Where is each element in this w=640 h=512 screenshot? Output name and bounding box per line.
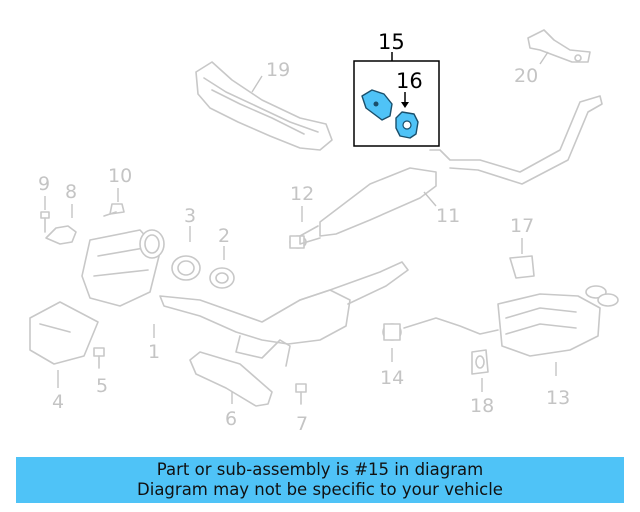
part-bracket-top-right <box>527 29 591 63</box>
part-bracket-8 <box>45 204 77 245</box>
callout-13: 13 <box>546 387 570 409</box>
callout-2: 2 <box>218 225 230 247</box>
callout-17: 17 <box>510 215 534 237</box>
callout-9: 9 <box>38 173 50 195</box>
notice-line-1: Part or sub-assembly is #15 in diagram <box>156 460 484 479</box>
callout-20: 20 <box>514 65 538 87</box>
part-clamp-14 <box>382 323 402 341</box>
part-gasket-3 <box>171 226 201 281</box>
part-hanger-17 <box>509 238 535 279</box>
leader-11 <box>423 191 437 207</box>
callout-12: 12 <box>290 183 314 205</box>
arrow-16 <box>401 102 409 108</box>
callout-5: 5 <box>96 375 108 397</box>
part-insulator-18 <box>471 349 489 375</box>
insulator-hole <box>402 120 412 130</box>
callout-4: 4 <box>52 391 64 413</box>
part-bolt-7 <box>295 383 307 405</box>
part-clamp-12 <box>289 206 307 249</box>
bracket-hole <box>373 101 379 107</box>
part-bolt-10 <box>103 188 125 217</box>
part-center-muffler-pipe-11 <box>299 95 603 245</box>
callout-8: 8 <box>65 181 77 203</box>
part-catalytic-converter-1 <box>81 229 409 367</box>
callout-3: 3 <box>184 205 196 227</box>
notice-line-2: Diagram may not be specific to your vehi… <box>137 480 503 499</box>
part-rear-muffler-13 <box>403 285 619 357</box>
callout-6: 6 <box>225 408 237 430</box>
callout-18: 18 <box>470 395 494 417</box>
part-bolt-9 <box>40 196 50 233</box>
callout-11: 11 <box>436 205 460 227</box>
part-bolt-5 <box>93 347 105 369</box>
callout-19: 19 <box>266 59 290 81</box>
callout-10: 10 <box>108 165 132 187</box>
part-gasket-2 <box>209 246 235 289</box>
exhaust-parts-diagram: 19 20 15 16 9 8 10 <box>29 29 619 435</box>
highlight-group-15: 15 16 <box>353 30 440 147</box>
callout-14: 14 <box>380 367 404 389</box>
callout-15: 15 <box>378 30 405 54</box>
part-heat-shield-6 <box>189 351 273 407</box>
callout-16: 16 <box>396 69 423 93</box>
callout-1: 1 <box>148 341 160 363</box>
part-heat-shield-upper <box>195 61 333 151</box>
callout-box-15 <box>353 60 440 147</box>
callout-7: 7 <box>296 413 308 435</box>
notice-banner: Part or sub-assembly is #15 in diagram D… <box>16 457 624 503</box>
part-heat-shield-4 <box>29 301 99 365</box>
leader-20 <box>539 51 549 65</box>
leader-19 <box>251 75 263 93</box>
